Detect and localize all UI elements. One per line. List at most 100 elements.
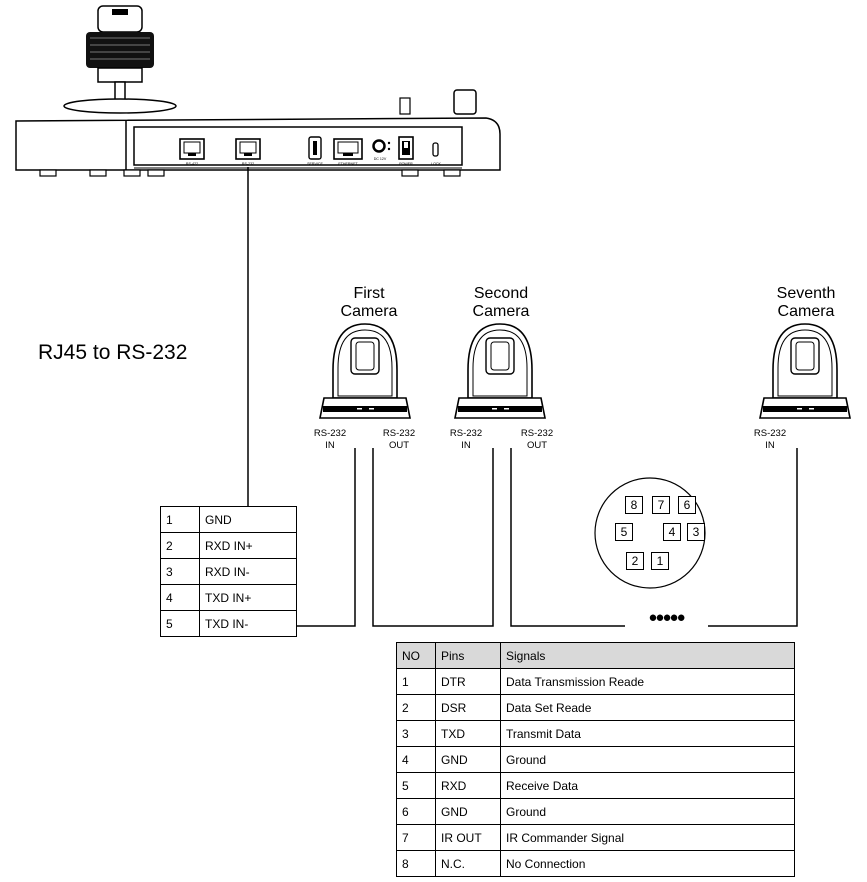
- table-row: 8 N.C. No Connection: [396, 850, 795, 877]
- mini-din-connector-icon: [594, 477, 706, 589]
- rs232-out-label: OUT: [389, 440, 409, 451]
- table-row: 2 DSR Data Set Reade: [396, 694, 795, 721]
- table-row: 2 RXD IN+: [160, 532, 297, 559]
- cable-wires: [247, 167, 798, 627]
- table-cell: DSR: [435, 694, 501, 721]
- table-cell: 6: [396, 798, 436, 825]
- port-label: RS-422: [186, 162, 198, 166]
- pin-number: 4: [160, 584, 200, 611]
- pin-number: 2: [160, 532, 200, 559]
- rs232-out-label: RS-232: [521, 428, 553, 439]
- pin-2: 2: [626, 552, 644, 570]
- table-row: 3 TXD Transmit Data: [396, 720, 795, 747]
- pin-signal: TXD IN+: [199, 584, 297, 611]
- joystick-grip: [86, 32, 154, 68]
- signal-table: NO Pins Signals 1 DTR Data Transmission …: [396, 642, 795, 877]
- port-label: SERVICE: [307, 162, 323, 166]
- port-label: RS-232: [242, 162, 254, 166]
- wire-first-to-second: [372, 448, 494, 627]
- pin-signal: TXD IN-: [199, 610, 297, 637]
- camera-icon: [759, 323, 851, 419]
- table-cell: DTR: [435, 668, 501, 695]
- table-row: 5 RXD Receive Data: [396, 772, 795, 799]
- table-cell: GND: [435, 798, 501, 825]
- pin-4: 4: [663, 523, 681, 541]
- seventh-camera: Seventh Camera RS-232 IN: [754, 285, 851, 451]
- pin-number: 1: [160, 506, 200, 533]
- table-cell: Data Transmission Reade: [500, 668, 795, 695]
- ptz-controller: RS-422 RS-232 SERVICE ETHERNET DC 12V PO…: [15, 5, 501, 177]
- table-row: 1 GND: [160, 506, 297, 533]
- port-label: DC 12V: [374, 157, 387, 161]
- lock-slot-icon: [432, 142, 439, 157]
- dc-jack-icon: [372, 139, 386, 153]
- port-label: LOCK: [431, 162, 441, 166]
- table-cell: 2: [396, 694, 436, 721]
- rs232-in-label: RS-232: [450, 428, 482, 439]
- camera-name: Second: [474, 285, 528, 302]
- pin-1: 1: [651, 552, 669, 570]
- table-cell: 8: [396, 850, 436, 877]
- pin-signal: GND: [199, 506, 297, 533]
- table-cell: Ground: [500, 746, 795, 773]
- pin-8: 8: [625, 496, 643, 514]
- pin-number: 5: [160, 610, 200, 637]
- pin-number: 3: [160, 558, 200, 585]
- table-cell: TXD: [435, 720, 501, 747]
- table-row: 5 TXD IN-: [160, 610, 297, 637]
- cable-label: RJ45 to RS-232: [38, 341, 187, 364]
- camera-name: Camera: [341, 303, 398, 320]
- camera-name: Camera: [778, 303, 835, 320]
- table-header-row: NO Pins Signals: [396, 642, 795, 669]
- table-cell: GND: [435, 746, 501, 773]
- pin-signal: RXD IN+: [199, 532, 297, 559]
- port-label: ETHERNET: [338, 162, 358, 166]
- first-camera: First Camera RS-232 IN RS-232 OUT: [314, 285, 415, 451]
- table-row: 1 DTR Data Transmission Reade: [396, 668, 795, 695]
- table-cell: 3: [396, 720, 436, 747]
- column-header: Signals: [500, 642, 795, 669]
- rs232-in-label: IN: [765, 440, 775, 451]
- table-cell: 4: [396, 746, 436, 773]
- table-cell: IR Commander Signal: [500, 824, 795, 851]
- table-cell: 1: [396, 668, 436, 695]
- table-cell: IR OUT: [435, 824, 501, 851]
- rs232-in-label: IN: [461, 440, 471, 451]
- table-cell: Transmit Data: [500, 720, 795, 747]
- camera-name: Seventh: [777, 285, 836, 302]
- table-row: 7 IR OUT IR Commander Signal: [396, 824, 795, 851]
- table-cell: Ground: [500, 798, 795, 825]
- rs232-in-label: RS-232: [754, 428, 786, 439]
- table-cell: 5: [396, 772, 436, 799]
- rs232-in-label: RS-232: [314, 428, 346, 439]
- wire-to-first-camera-in: [296, 448, 356, 627]
- pin-5: 5: [615, 523, 633, 541]
- table-row: 4 TXD IN+: [160, 584, 297, 611]
- table-row: 6 GND Ground: [396, 798, 795, 825]
- camera-name: First: [353, 285, 385, 302]
- wire-from-second-out: [510, 448, 625, 627]
- knob-icon: [453, 89, 477, 115]
- pin-3: 3: [687, 523, 705, 541]
- table-row: 3 RXD IN-: [160, 558, 297, 585]
- camera-icon: [454, 323, 546, 419]
- column-header: NO: [396, 642, 436, 669]
- table-cell: No Connection: [500, 850, 795, 877]
- table-cell: Receive Data: [500, 772, 795, 799]
- table-cell: 7: [396, 824, 436, 851]
- column-header: Pins: [435, 642, 501, 669]
- continuation-dots: ●●●●●: [648, 609, 684, 626]
- port-label: POWER: [399, 162, 413, 166]
- wire-to-seventh-camera: [708, 448, 798, 627]
- camera-name: Camera: [473, 303, 530, 320]
- pin-signal: RXD IN-: [199, 558, 297, 585]
- rj45-pinout-table: 1 GND 2 RXD IN+ 3 RXD IN- 4 TXD IN+ 5 TX…: [160, 506, 297, 637]
- pin-6: 6: [678, 496, 696, 514]
- rs232-out-label: RS-232: [383, 428, 415, 439]
- pin-7: 7: [652, 496, 670, 514]
- camera-icon: [319, 323, 411, 419]
- table-cell: Data Set Reade: [500, 694, 795, 721]
- rs232-in-label: IN: [325, 440, 335, 451]
- rs232-out-label: OUT: [527, 440, 547, 451]
